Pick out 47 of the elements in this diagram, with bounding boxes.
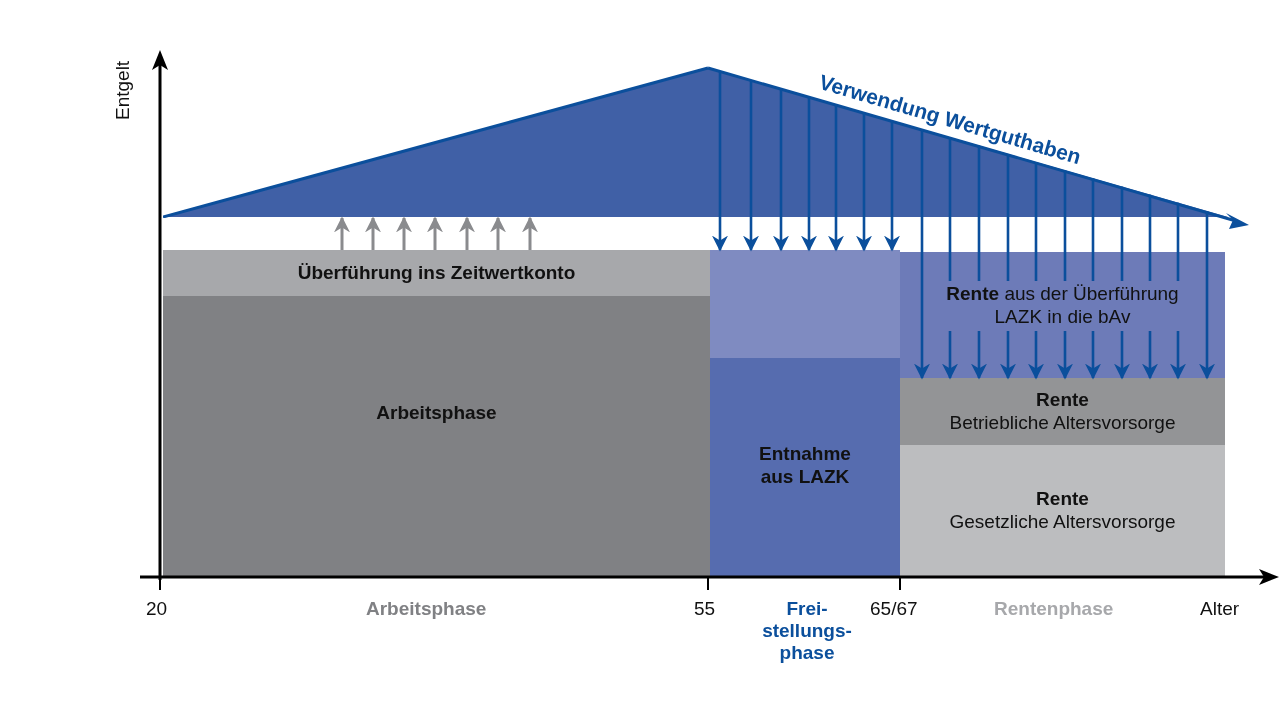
arrow	[396, 216, 412, 250]
phase-box	[163, 296, 710, 577]
arrow	[856, 112, 872, 252]
axis-tick-label: 65/67	[870, 598, 918, 620]
box-text: Entnahme aus LAZK	[758, 442, 852, 489]
phase-box	[163, 250, 710, 296]
arrow	[490, 216, 506, 250]
phase-box	[710, 250, 900, 358]
axis-tick-label: 20	[146, 598, 168, 620]
arrow	[1114, 186, 1130, 380]
arrow	[1170, 202, 1186, 380]
phase-label: Rentenphase	[994, 598, 1114, 620]
phase-box	[710, 358, 900, 577]
phase-box	[900, 378, 1225, 445]
phase-label: Frei- stellungs- phase	[762, 598, 852, 664]
arrow	[1085, 178, 1101, 380]
arrow	[1000, 153, 1016, 380]
arrow	[884, 120, 900, 252]
arrow	[942, 137, 958, 380]
arrow	[1057, 170, 1073, 380]
box-heading: Rente	[1036, 388, 1089, 412]
phase-box	[900, 445, 1225, 577]
box-heading: Rente	[1036, 488, 1089, 511]
arrow	[459, 216, 475, 250]
arrow	[828, 104, 844, 252]
box-text: Arbeitsphase	[376, 402, 497, 425]
arrow	[773, 88, 789, 252]
arrow	[1199, 211, 1215, 380]
arrow	[971, 145, 987, 380]
arrow	[522, 216, 538, 250]
box-text: Überführung ins Zeitwertkonto	[297, 261, 576, 285]
arrow	[1142, 194, 1158, 380]
axis-tick-label: 55	[694, 598, 716, 620]
arrow	[712, 71, 728, 252]
axis-title: Entgelt	[112, 60, 134, 120]
arrow	[914, 129, 930, 380]
arrow	[365, 216, 381, 250]
axis-title: Alter	[1200, 598, 1240, 620]
arrow	[743, 80, 759, 252]
arrow	[801, 96, 817, 252]
arrow	[427, 216, 443, 250]
phase-box	[900, 252, 1225, 378]
box-text: Betriebliche Altersvorsorge	[949, 411, 1176, 435]
box-text: Gesetzliche Altersvorsorge	[949, 511, 1176, 534]
arrow	[1028, 162, 1044, 380]
arrow	[334, 216, 350, 250]
phase-label: Arbeitsphase	[366, 598, 487, 620]
